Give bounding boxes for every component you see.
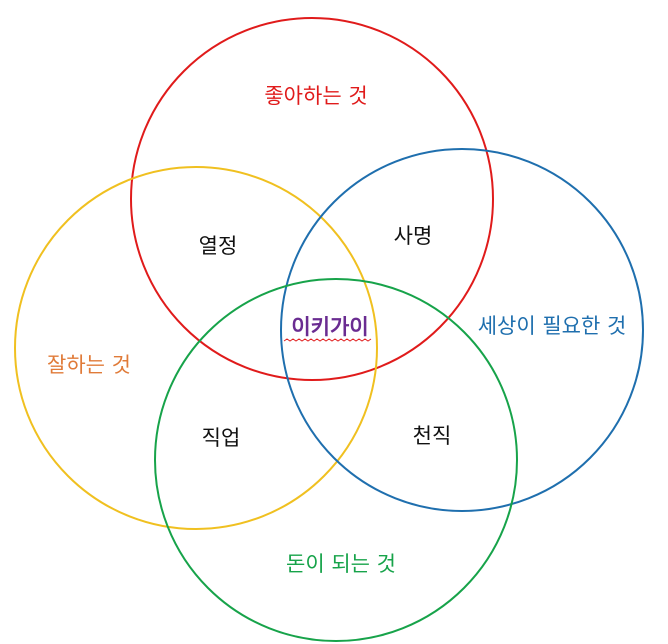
circle-good-at [14,166,378,530]
circle-paid-for [154,278,518,642]
center-ikigai: 이키가이 [291,315,368,339]
overlap-vocation: 천직 [413,424,452,448]
label-world-needs: 세상이 필요한 것 [478,314,627,338]
overlap-profession: 직업 [202,426,241,450]
spellcheck-underline [283,338,372,342]
overlap-passion: 열정 [199,234,238,258]
circle-love [130,17,494,381]
label-good-at: 잘하는 것 [47,353,131,377]
label-love: 좋아하는 것 [264,84,367,108]
label-paid-for: 돈이 되는 것 [286,552,396,576]
overlap-mission: 사명 [394,224,433,248]
circle-world-needs [280,148,644,512]
